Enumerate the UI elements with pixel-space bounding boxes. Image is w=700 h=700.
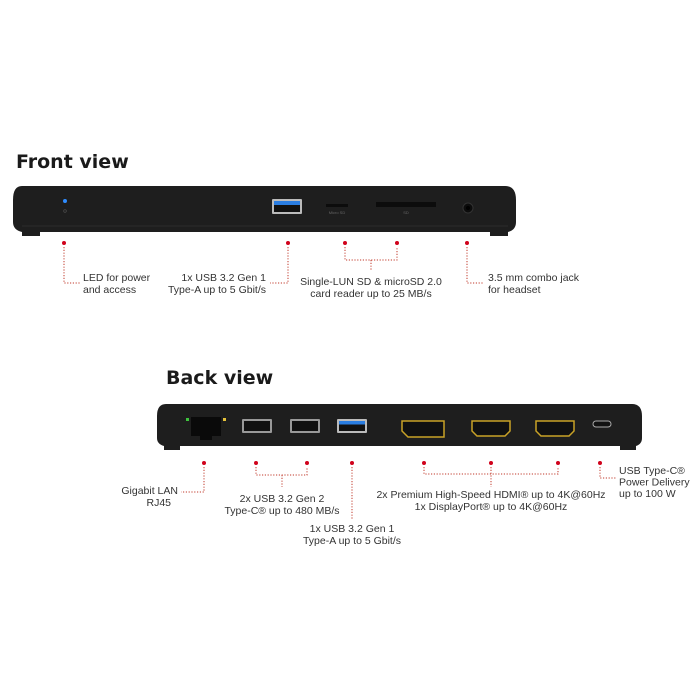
callout-text: Type-A up to 5 Gbit/s (303, 535, 401, 547)
callout-text: 2x Premium High-Speed HDMI® up to 4K@60H… (376, 489, 605, 501)
callout-text: and access (83, 284, 136, 296)
callout-text: Gigabit LAN (121, 485, 178, 497)
hdmi-port-1 (471, 420, 511, 437)
microsd-slot: Micro SD (326, 204, 348, 215)
callout-text: 1x USB 3.2 Gen 1 (310, 523, 395, 535)
front-view-title: Front view (16, 151, 129, 173)
rj45-port (186, 417, 226, 440)
callout-text: 2x USB 3.2 Gen 2 (240, 493, 325, 505)
callout-text: USB Type-C® (619, 465, 685, 477)
usb-c-port (592, 420, 612, 428)
callout-text: card reader up to 25 MB/s (310, 288, 431, 300)
back-view-title: Back view (166, 367, 273, 389)
callout-text: RJ45 (146, 497, 171, 509)
callout-text: Power Delivery (619, 477, 690, 489)
callout-text: up to 100 W (619, 488, 676, 500)
usb-a-port-gen2-1 (242, 419, 272, 433)
usb-a-port-front (272, 199, 302, 214)
front-device: Micro SD SD (13, 186, 516, 236)
back-callout-video: 2x Premium High-Speed HDMI® up to 4K@60H… (376, 461, 606, 513)
usb-a-port-gen2-2 (290, 419, 320, 433)
usb-a-port-gen1 (337, 419, 367, 433)
power-icon (63, 209, 67, 213)
callout-text: 3.5 mm combo jack (488, 272, 580, 284)
svg-text:2x Premium High-Speed HDMI® up: 2x Premium High-Speed HDMI® up to 4K@60H… (376, 489, 605, 513)
callout-text: Type-C® up to 480 MB/s (224, 505, 339, 517)
callout-text: Type-A up to 5 Gbit/s (168, 284, 266, 296)
callout-text: Single-LUN SD & microSD 2.0 (300, 276, 442, 288)
sd-port-label: SD (403, 210, 409, 215)
audio-jack (462, 202, 474, 214)
sd-slot: SD (376, 202, 436, 215)
hdmi-port-2 (535, 420, 575, 437)
displayport-port (401, 420, 445, 438)
led-indicator (63, 199, 67, 203)
microsd-port-label: Micro SD (329, 210, 346, 215)
callout-text: 1x USB 3.2 Gen 1 (181, 272, 266, 284)
callout-text: for headset (488, 284, 541, 296)
back-device (157, 404, 642, 450)
callout-text: 1x DisplayPort® up to 4K@60Hz (415, 501, 568, 513)
callout-text: LED for power (83, 272, 151, 284)
